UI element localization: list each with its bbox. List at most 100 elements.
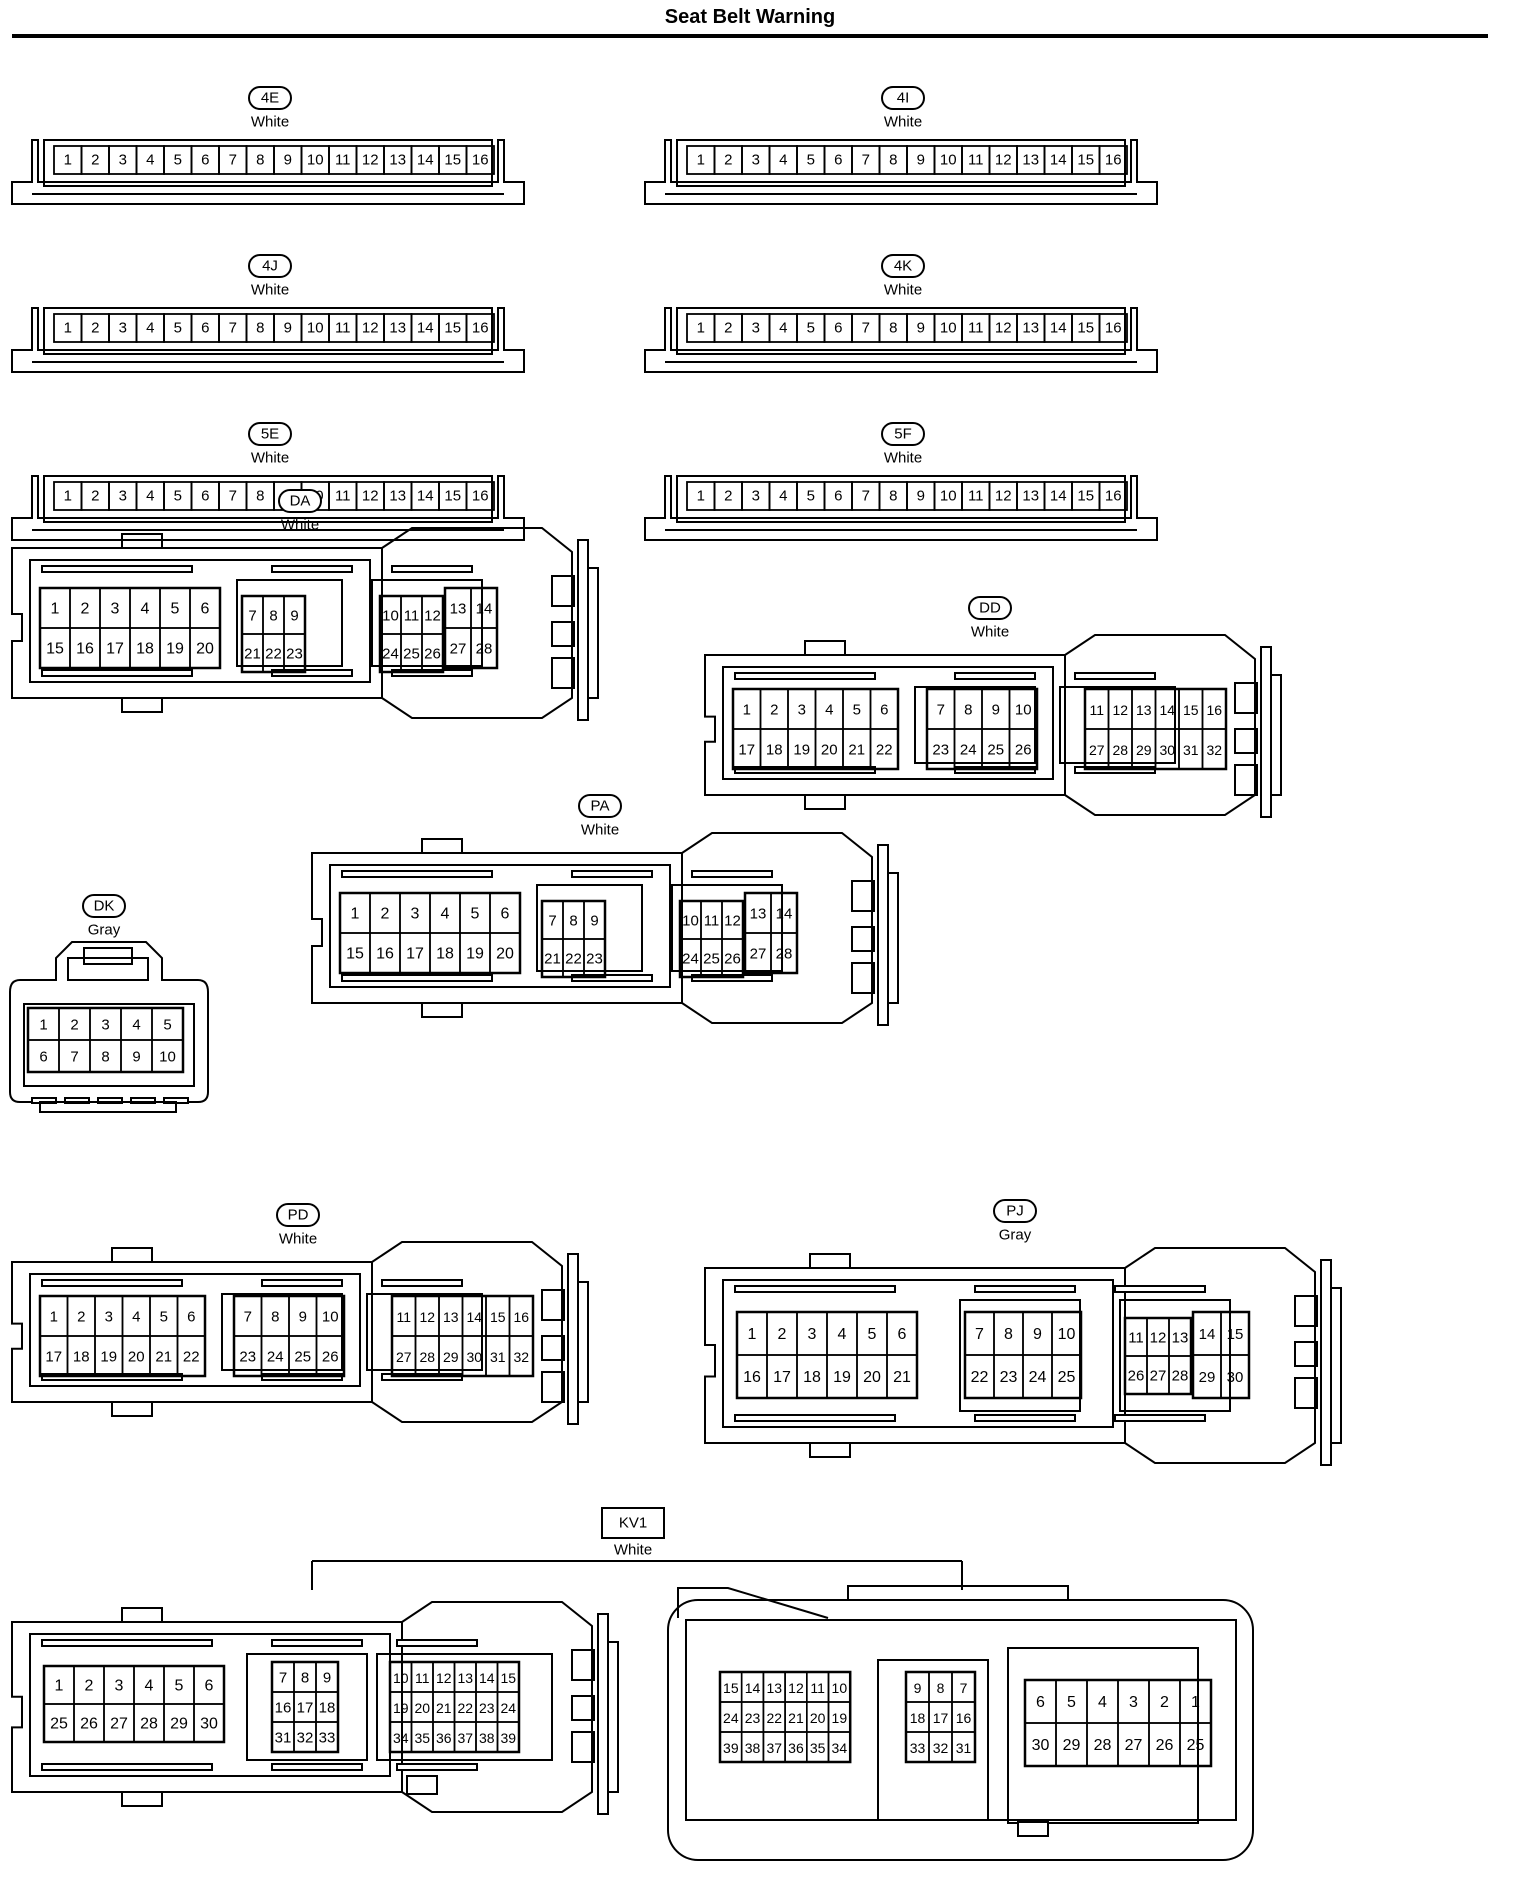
pin-number: 10	[393, 1670, 409, 1686]
pin-number: 7	[862, 152, 870, 169]
pin-number: 9	[284, 320, 292, 337]
pin-number: 32	[1206, 742, 1222, 758]
pin-number: 6	[834, 320, 842, 337]
connector-id-badge	[993, 1199, 1037, 1223]
block-housing	[11, 1621, 403, 1793]
pin-number: 39	[723, 1740, 739, 1756]
group-divider	[376, 1653, 553, 1761]
connector-id: 4J	[262, 258, 278, 275]
pin-number: 13	[1022, 488, 1039, 505]
latch-slot	[734, 1285, 896, 1293]
connector-id-badge	[248, 254, 292, 278]
pin-number: 5	[174, 152, 182, 169]
pin-number: 3	[808, 1326, 817, 1343]
pin-number: 19	[166, 641, 184, 658]
pin-number: 1	[64, 152, 72, 169]
pin-number: 18	[136, 641, 154, 658]
connector-id-badge	[881, 422, 925, 446]
pin-cell	[496, 1721, 520, 1753]
pin-number: 15	[490, 1309, 506, 1325]
pin-number: 23	[745, 1710, 761, 1726]
pin-number: 26	[724, 951, 741, 968]
pin-number: 15	[346, 946, 364, 963]
pin-number: 9	[1033, 1326, 1042, 1343]
pin-number: 25	[703, 951, 720, 968]
pin-number: 17	[406, 946, 424, 963]
pin-number: 22	[457, 1700, 473, 1716]
pin-number: 28	[1094, 1737, 1112, 1754]
latch-slot	[406, 1775, 438, 1795]
pin-number: 17	[933, 1710, 949, 1726]
pin-number: 16	[472, 488, 489, 505]
connector-id: PD	[288, 1207, 309, 1224]
connector-id: 4E	[261, 90, 279, 107]
pin-number: 12	[362, 152, 379, 169]
top-tab	[111, 1247, 153, 1263]
pin-number: 1	[697, 488, 705, 505]
block-hood	[681, 832, 873, 1024]
pin-number: 9	[917, 488, 925, 505]
pin-number: 12	[436, 1670, 452, 1686]
connector-id-badge	[276, 1203, 320, 1227]
pin-number: 29	[170, 1716, 188, 1733]
pin-number: 15	[444, 488, 461, 505]
pin-number: 4	[141, 601, 150, 618]
kv1-top-tab	[847, 1585, 1069, 1601]
pin-number: 30	[1159, 742, 1175, 758]
connector-color: White	[581, 822, 619, 839]
pin-number: 38	[745, 1740, 761, 1756]
side-rail	[1260, 646, 1272, 818]
pin-number: 13	[389, 152, 406, 169]
pin-number: 26	[1128, 1368, 1145, 1385]
pin-number: 7	[244, 1309, 252, 1326]
connector-id: DK	[94, 898, 115, 915]
pin-number: 34	[393, 1730, 409, 1746]
pin-number: 1	[743, 702, 751, 719]
pin-number: 27	[1150, 1368, 1167, 1385]
pin-number: 18	[766, 742, 783, 759]
pin-number: 5	[853, 702, 861, 719]
pin-number: 1	[64, 488, 72, 505]
latch-slot	[734, 1414, 896, 1422]
pin-number: 11	[704, 913, 720, 930]
pin-number: 7	[229, 152, 237, 169]
side-latch	[851, 926, 875, 952]
pin-cell	[770, 932, 798, 974]
connector-id: 4K	[894, 258, 912, 275]
pin-number: 12	[1150, 1330, 1167, 1347]
pin-number: 8	[301, 1670, 309, 1687]
pin-cell	[951, 1731, 976, 1763]
pin-number: 2	[724, 152, 732, 169]
pin-number: 21	[436, 1700, 452, 1716]
top-tab	[421, 838, 463, 854]
pin-number: 25	[1058, 1369, 1076, 1386]
pin-number: 4	[838, 1326, 847, 1343]
latch-slot	[954, 672, 1036, 680]
latch-slot	[1114, 1285, 1206, 1293]
side-rail	[887, 872, 899, 1004]
pin-number: 6	[39, 1049, 47, 1066]
pin-number: 4	[146, 488, 154, 505]
latch-slot	[41, 1639, 213, 1647]
block-housing	[311, 852, 683, 1004]
strip-housing	[644, 475, 1158, 541]
group-divider	[236, 579, 343, 667]
pin-number: 3	[119, 488, 127, 505]
block-inner	[722, 666, 1054, 780]
pin-number: 2	[381, 906, 390, 923]
pin-number: 6	[201, 601, 210, 618]
pin-number: 3	[101, 1017, 109, 1034]
kv1-hood	[677, 1587, 829, 1619]
pin-cell	[1098, 145, 1128, 175]
pin-number: 4	[146, 320, 154, 337]
latch-slot	[1074, 672, 1156, 680]
pin-number: 16	[1105, 488, 1122, 505]
pin-number: 12	[362, 488, 379, 505]
pin-number: 10	[1015, 702, 1032, 719]
group-divider	[246, 1653, 368, 1761]
pin-number: 7	[70, 1049, 78, 1066]
pin-number: 14	[1050, 488, 1067, 505]
pin-number: 22	[265, 646, 282, 663]
pin-number: 13	[389, 320, 406, 337]
